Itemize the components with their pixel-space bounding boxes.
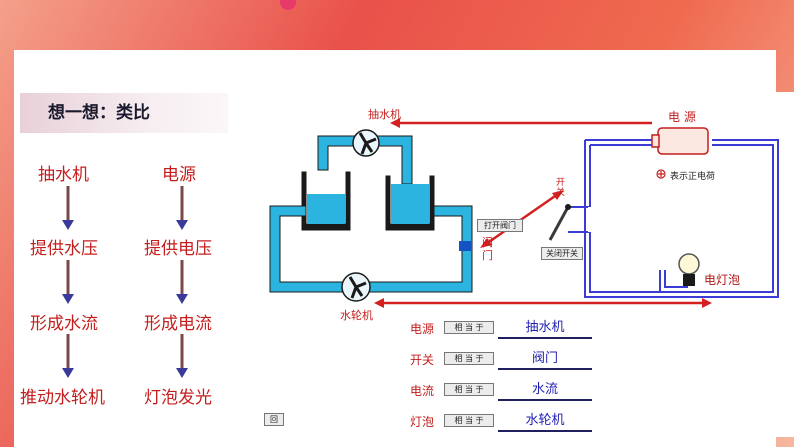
right-item-4: 灯泡发光 <box>144 388 212 408</box>
equivalent-button-3[interactable]: 相 当 于 <box>444 383 494 396</box>
lamp-icon <box>678 253 700 286</box>
switch-label: 开关 <box>556 178 566 198</box>
turbine-icon <box>341 272 371 302</box>
left-item-1: 抽水机 <box>38 165 89 185</box>
equivalent-button-2[interactable]: 相 当 于 <box>444 352 494 365</box>
left-item-2: 提供水压 <box>30 239 98 259</box>
left-item-3: 形成水流 <box>30 314 98 334</box>
open-valve-button[interactable]: 打开阀门 <box>477 219 523 232</box>
equivalent-button-1[interactable]: 相 当 于 <box>444 321 494 334</box>
battery-icon <box>651 127 709 155</box>
term-switch: 开关 <box>410 353 435 367</box>
right-item-2: 提供电压 <box>144 239 212 259</box>
term-current: 电流 <box>410 384 435 398</box>
term-bulb: 灯泡 <box>410 415 435 429</box>
equivalent-button-4[interactable]: 相 当 于 <box>444 414 494 427</box>
lamp-label: 电灯泡 <box>704 273 741 287</box>
answer-1: 抽水机 <box>498 319 592 339</box>
power-source-label: 电 源 <box>668 110 696 124</box>
term-power: 电源 <box>410 322 435 336</box>
positive-charge-note: 表示正电荷 <box>670 172 716 182</box>
down-arrows <box>62 186 188 378</box>
answer-4: 水轮机 <box>498 412 592 432</box>
pump-icon <box>352 129 380 157</box>
close-switch-button[interactable]: 关闭开关 <box>541 247 583 260</box>
valve-icon <box>459 241 471 251</box>
switch-icon <box>548 204 571 241</box>
answer-2: 阀门 <box>498 350 592 370</box>
right-item-1: 电源 <box>162 165 196 185</box>
turbine-label: 水轮机 <box>340 309 373 322</box>
top-decoration-dot <box>280 0 296 10</box>
right-item-3: 形成电流 <box>144 314 212 334</box>
pump-label: 抽水机 <box>368 108 401 121</box>
valve-label: 阀门 <box>482 236 493 262</box>
answer-3: 水流 <box>498 381 592 401</box>
section-heading: 想一想：类比 <box>20 93 228 133</box>
back-button[interactable]: 回 <box>264 413 284 426</box>
positive-charge-icon <box>656 169 666 179</box>
left-item-4: 推动水轮机 <box>20 388 105 408</box>
